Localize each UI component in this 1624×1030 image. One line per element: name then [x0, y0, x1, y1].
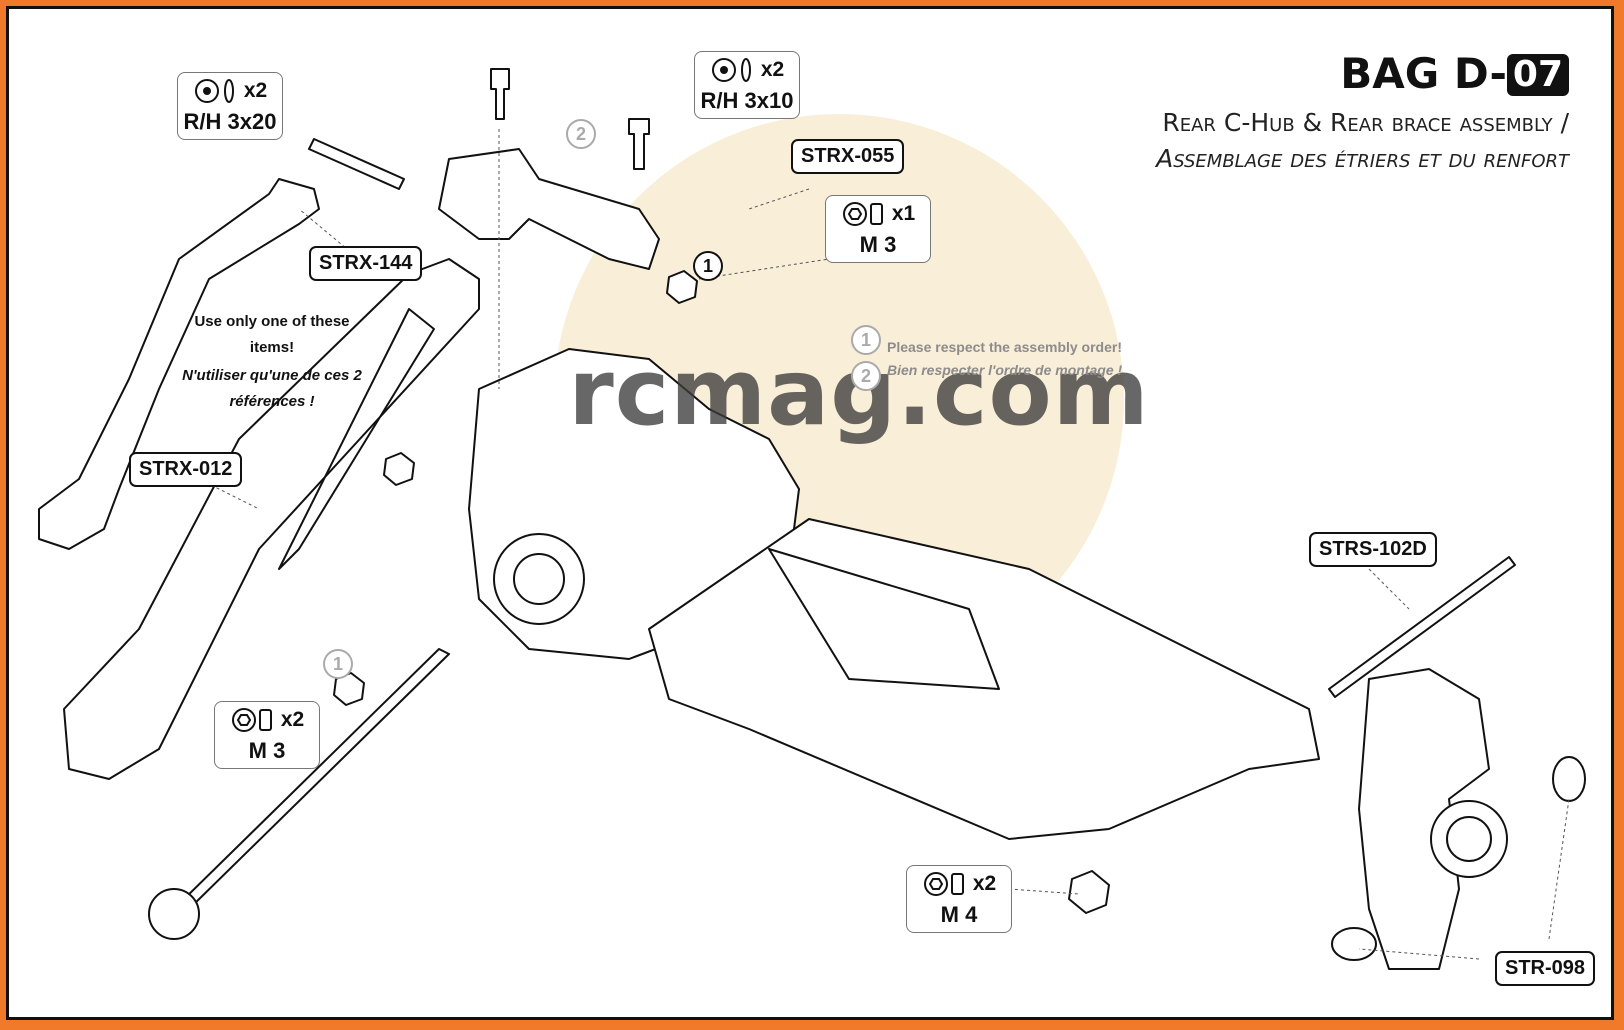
- screw-top-1: [490, 68, 510, 120]
- washer-icon: [194, 79, 234, 103]
- spacer-top: [1552, 756, 1586, 802]
- part-label-strx-055: STRX-055: [791, 139, 905, 174]
- suspension-arm: [648, 518, 1320, 840]
- spacer-bottom: [1331, 927, 1377, 961]
- hardware-qty: x2: [760, 58, 785, 81]
- hardware-box-screw-3x20: x2 R/H 3x20: [177, 72, 283, 140]
- order-marker-1: 1: [851, 325, 881, 355]
- step-marker-2-screw: 2: [566, 119, 596, 149]
- choice-note-en: Use only one of these items!: [194, 313, 350, 356]
- part-label-strx-144: STRX-144: [309, 246, 423, 281]
- hardware-box-nut-m3-x2: x2 M 3: [214, 701, 320, 769]
- hardware-qty: x1: [891, 202, 916, 225]
- hardware-spec: M 3: [248, 738, 286, 763]
- part-label-str-098: STR-098: [1495, 951, 1596, 986]
- hardware-spec: M 3: [859, 232, 897, 257]
- order-marker-2: 2: [851, 361, 881, 391]
- hinge-pin-strs-102d: [1328, 556, 1516, 698]
- nut-m3-low: [333, 672, 365, 706]
- rear-brace-strx-012: [63, 258, 480, 780]
- screw-3x20: [308, 138, 405, 190]
- subtitle-en: Rear C-Hub & Rear brace assembly /: [1162, 108, 1569, 137]
- order-note-fr: Bien respecter l'ordre de montage !: [887, 362, 1123, 378]
- nut-m3-left: [383, 452, 415, 486]
- part-label-strs-102d: STRS-102D: [1309, 532, 1437, 567]
- instruction-sheet: rcmag.com BAG D-07 Rear C-Hub & Rear bra…: [6, 6, 1614, 1020]
- nut-icon: [231, 708, 272, 732]
- hardware-qty: x2: [280, 708, 305, 731]
- hardware-spec: M 4: [940, 902, 978, 927]
- choice-note: Use only one of these items! N'utiliser …: [177, 309, 367, 415]
- hardware-spec: R/H 3x10: [700, 88, 794, 113]
- washer-icon: [711, 58, 751, 82]
- step-marker-1-nut: 1: [693, 251, 723, 281]
- hardware-box-nut-m3-x1: x1 M 3: [825, 195, 931, 263]
- hardware-box-nut-m4: x2 M 4: [906, 865, 1012, 933]
- assembly-drawing: [38, 68, 1586, 970]
- nut-m3-top: [666, 270, 698, 304]
- rear-brace-strx-144: [38, 178, 320, 550]
- hardware-spec: R/H 3x20: [183, 109, 277, 134]
- watermark-text: rcmag.com: [568, 339, 1150, 446]
- bag-title-prefix: BAG D-: [1340, 49, 1507, 98]
- hardware-qty: x2: [243, 79, 268, 102]
- part-label-strx-012: STRX-012: [129, 452, 243, 487]
- nut-icon: [842, 202, 883, 226]
- order-note: Please respect the assembly order! Bien …: [887, 336, 1122, 382]
- choice-note-fr: N'utiliser qu'une de ces 2 références !: [182, 367, 362, 410]
- step-marker-1-lower-nut: 1: [323, 649, 353, 679]
- order-note-en: Please respect the assembly order!: [887, 339, 1123, 355]
- bag-number: 07: [1506, 54, 1569, 96]
- c-hub: [1358, 668, 1490, 970]
- nut-icon: [923, 872, 964, 896]
- subtitle-fr: Assemblage des étriers et du renfort: [1156, 144, 1569, 173]
- screw-top-2: [628, 118, 650, 170]
- upper-mount-strx-055: [438, 148, 660, 270]
- hardware-qty: x2: [972, 872, 997, 895]
- hardware-box-screw-3x10: x2 R/H 3x10: [694, 51, 800, 119]
- bag-subtitle: Rear C-Hub & Rear brace assembly / Assem…: [1156, 105, 1569, 177]
- driveshaft: [178, 648, 450, 910]
- bag-title: BAG D-07: [1340, 49, 1569, 98]
- nut-m4: [1068, 870, 1110, 914]
